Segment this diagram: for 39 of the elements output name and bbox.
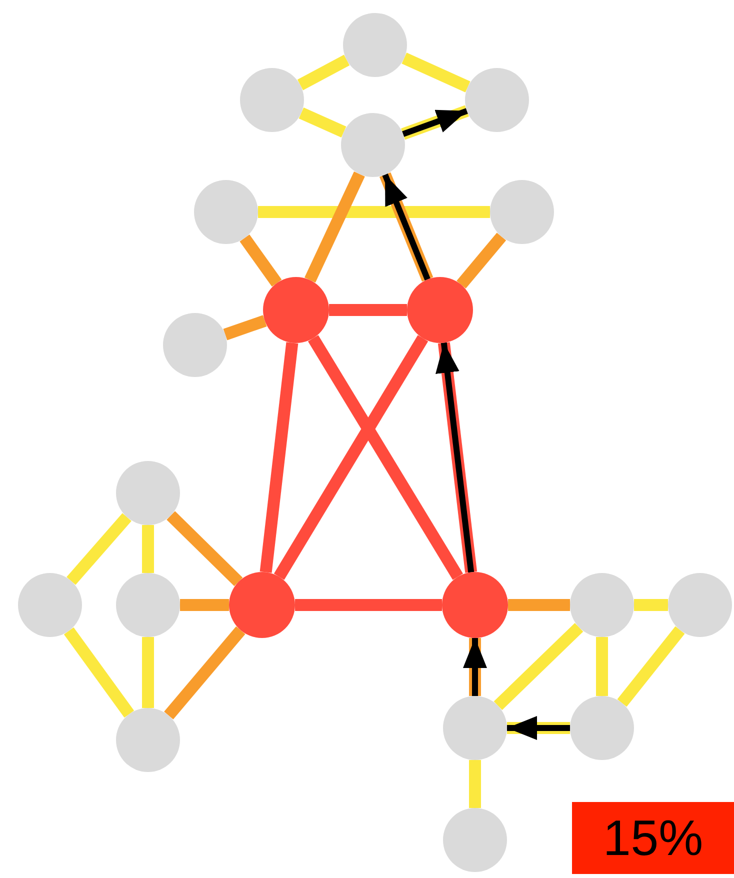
arrow — [507, 716, 570, 740]
connector-line — [507, 722, 570, 734]
network-node — [18, 573, 82, 637]
connector-line — [596, 637, 608, 696]
connector-line — [142, 637, 154, 708]
highlighted-node — [407, 277, 473, 343]
connector-line — [617, 626, 685, 707]
arrow — [463, 638, 487, 696]
connector-line — [164, 626, 246, 720]
percentage-label: 15% — [602, 809, 704, 867]
network-node — [116, 461, 180, 525]
connector-line — [494, 622, 584, 710]
connector-line — [180, 599, 229, 611]
connector-line — [508, 599, 570, 611]
connector-line — [402, 52, 470, 92]
highlighted-node — [229, 572, 295, 638]
connector-line — [329, 304, 407, 316]
connector-line — [142, 525, 154, 573]
connector-line — [258, 206, 490, 218]
connector-line — [298, 108, 346, 138]
connector-line — [456, 232, 506, 289]
connector-line — [66, 513, 132, 585]
connector-line — [240, 234, 282, 287]
network-node — [341, 113, 405, 177]
connector-line — [469, 760, 481, 808]
connector-line — [469, 638, 481, 696]
connector-line — [297, 54, 350, 90]
network-node — [116, 708, 180, 772]
connector-line — [304, 171, 365, 283]
highlighted-node — [263, 277, 329, 343]
connector-line — [634, 599, 668, 611]
percentage-box — [572, 802, 734, 874]
connector-line — [166, 511, 243, 586]
connector-line — [295, 599, 442, 611]
connector-line — [260, 342, 298, 573]
connector-line — [274, 335, 428, 580]
connector-line — [223, 315, 267, 340]
connector-line — [308, 335, 463, 580]
connector-line — [64, 627, 134, 718]
